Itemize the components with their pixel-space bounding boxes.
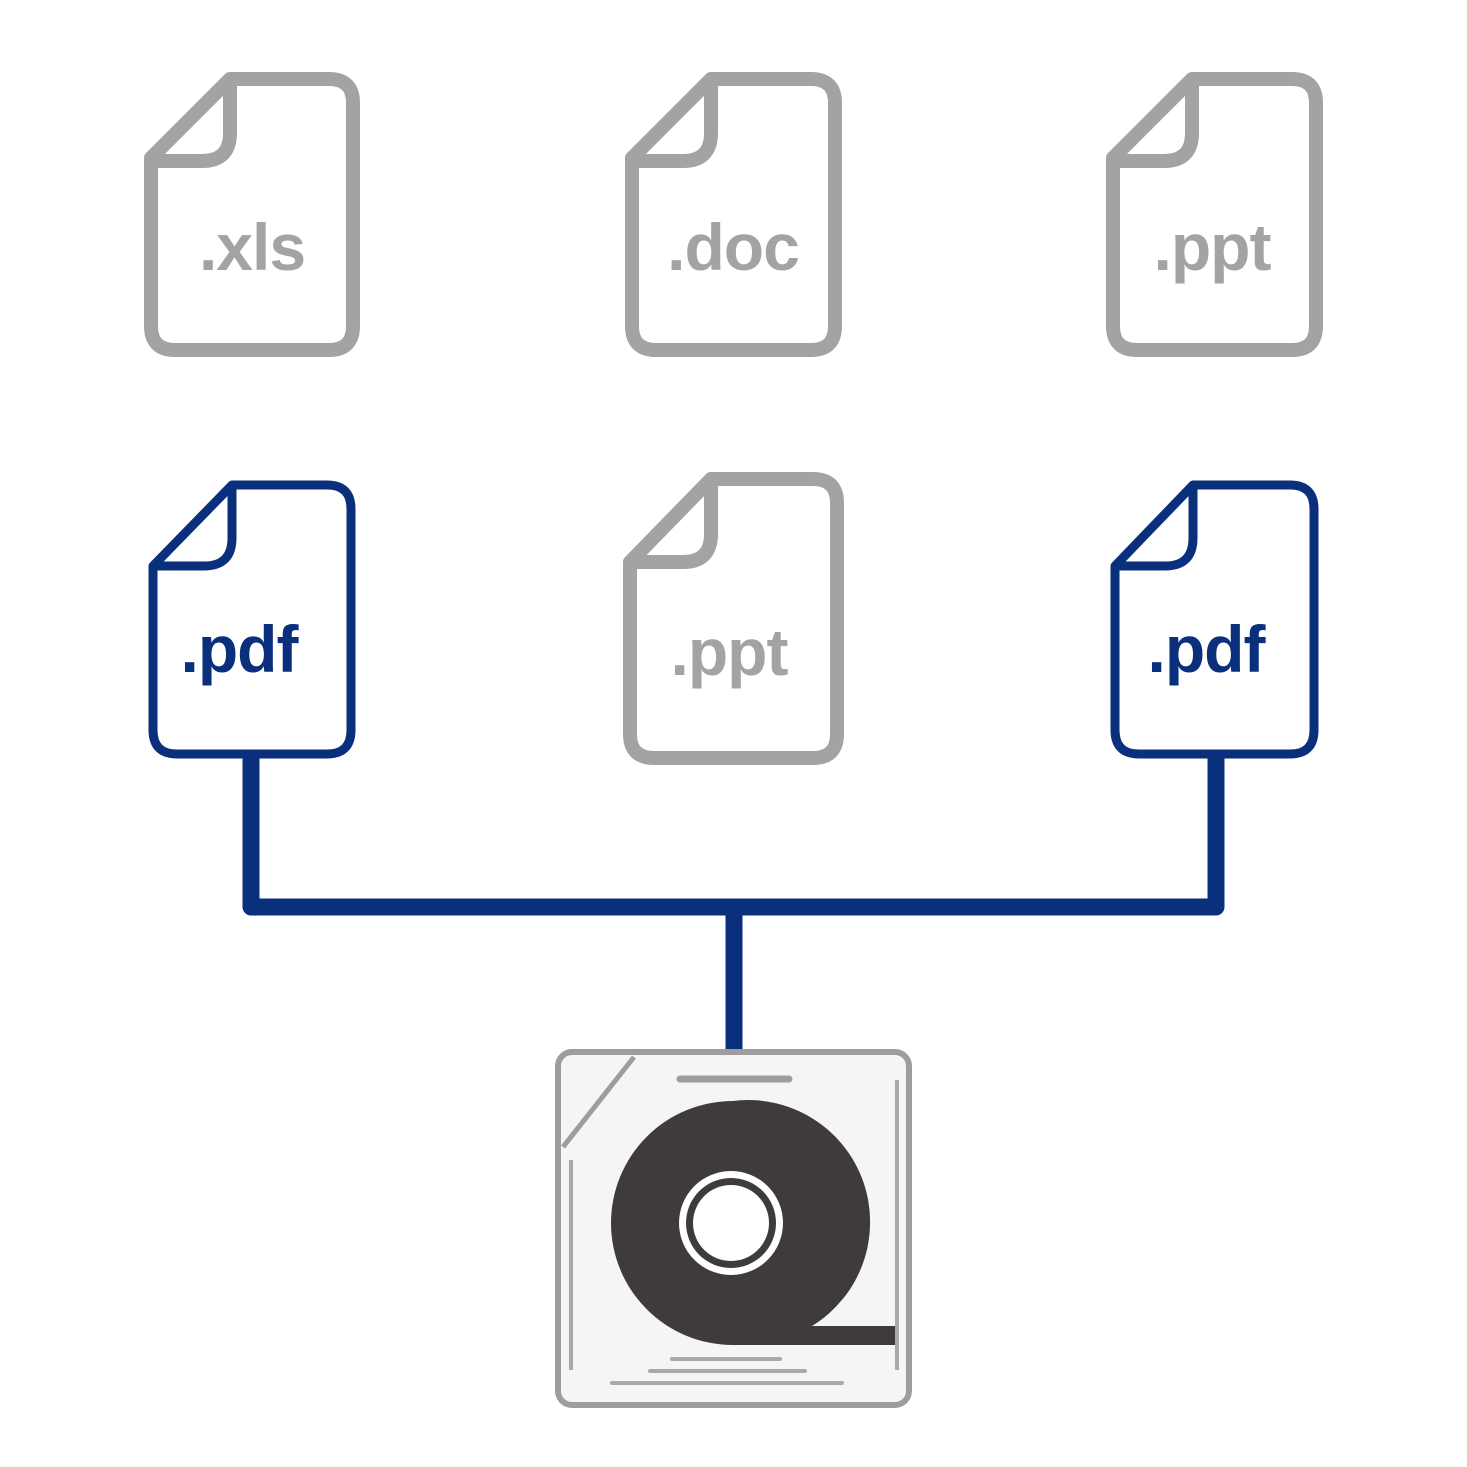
document-fold bbox=[151, 79, 237, 168]
tape-hub-center bbox=[693, 1185, 769, 1261]
document-icon bbox=[148, 480, 356, 759]
document-icon bbox=[1110, 480, 1319, 759]
file-label: .pdf bbox=[181, 612, 300, 686]
document-fold bbox=[1113, 79, 1199, 168]
document-icon bbox=[625, 72, 842, 357]
file-label: .pdf bbox=[1148, 612, 1267, 686]
connector-lines bbox=[242, 757, 1225, 1053]
document-fold bbox=[630, 479, 718, 569]
document-fold bbox=[1115, 485, 1198, 571]
file-icon-doc: .doc bbox=[625, 72, 842, 357]
file-icon-pdf: .pdf bbox=[1110, 480, 1319, 759]
file-label: .xls bbox=[199, 210, 305, 284]
document-icon bbox=[144, 72, 360, 357]
document-icon bbox=[1106, 72, 1323, 357]
cartridge-corner-line bbox=[561, 1055, 636, 1149]
tape-cartridge-icon bbox=[555, 1049, 912, 1408]
file-label: .ppt bbox=[1154, 210, 1272, 284]
file-icon-ppt: .ppt bbox=[1106, 72, 1323, 357]
connector-left bbox=[242, 757, 734, 916]
file-icon-ppt: .ppt bbox=[623, 472, 844, 765]
file-icon-xls: .xls bbox=[144, 72, 360, 357]
document-icon bbox=[623, 472, 844, 765]
connector-right bbox=[734, 757, 1225, 916]
file-icon-pdf: .pdf bbox=[148, 480, 356, 759]
file-label: .ppt bbox=[671, 615, 789, 689]
document-fold bbox=[632, 79, 718, 168]
document-fold bbox=[153, 485, 237, 571]
file-label: .doc bbox=[667, 210, 799, 284]
